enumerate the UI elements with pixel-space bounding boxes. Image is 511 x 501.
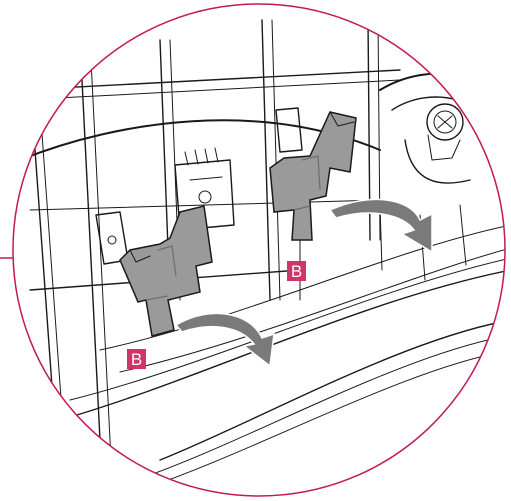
connector-block: [174, 147, 235, 231]
callout-b-right: B: [287, 261, 306, 281]
clip-left: [119, 205, 213, 337]
screw-icon: [426, 103, 464, 161]
clip-icon: [119, 205, 213, 337]
upper-bracket: [275, 107, 303, 153]
callout-label: B: [131, 350, 142, 369]
frame-horizontals: [19, 69, 401, 291]
clip-icon: [269, 111, 357, 241]
callout-label: B: [291, 262, 302, 281]
release-arrow-icon: [174, 198, 433, 368]
magnifier-circle: [12, 3, 506, 497]
clip-right: [269, 111, 357, 241]
callout-b-left: B: [127, 349, 146, 369]
